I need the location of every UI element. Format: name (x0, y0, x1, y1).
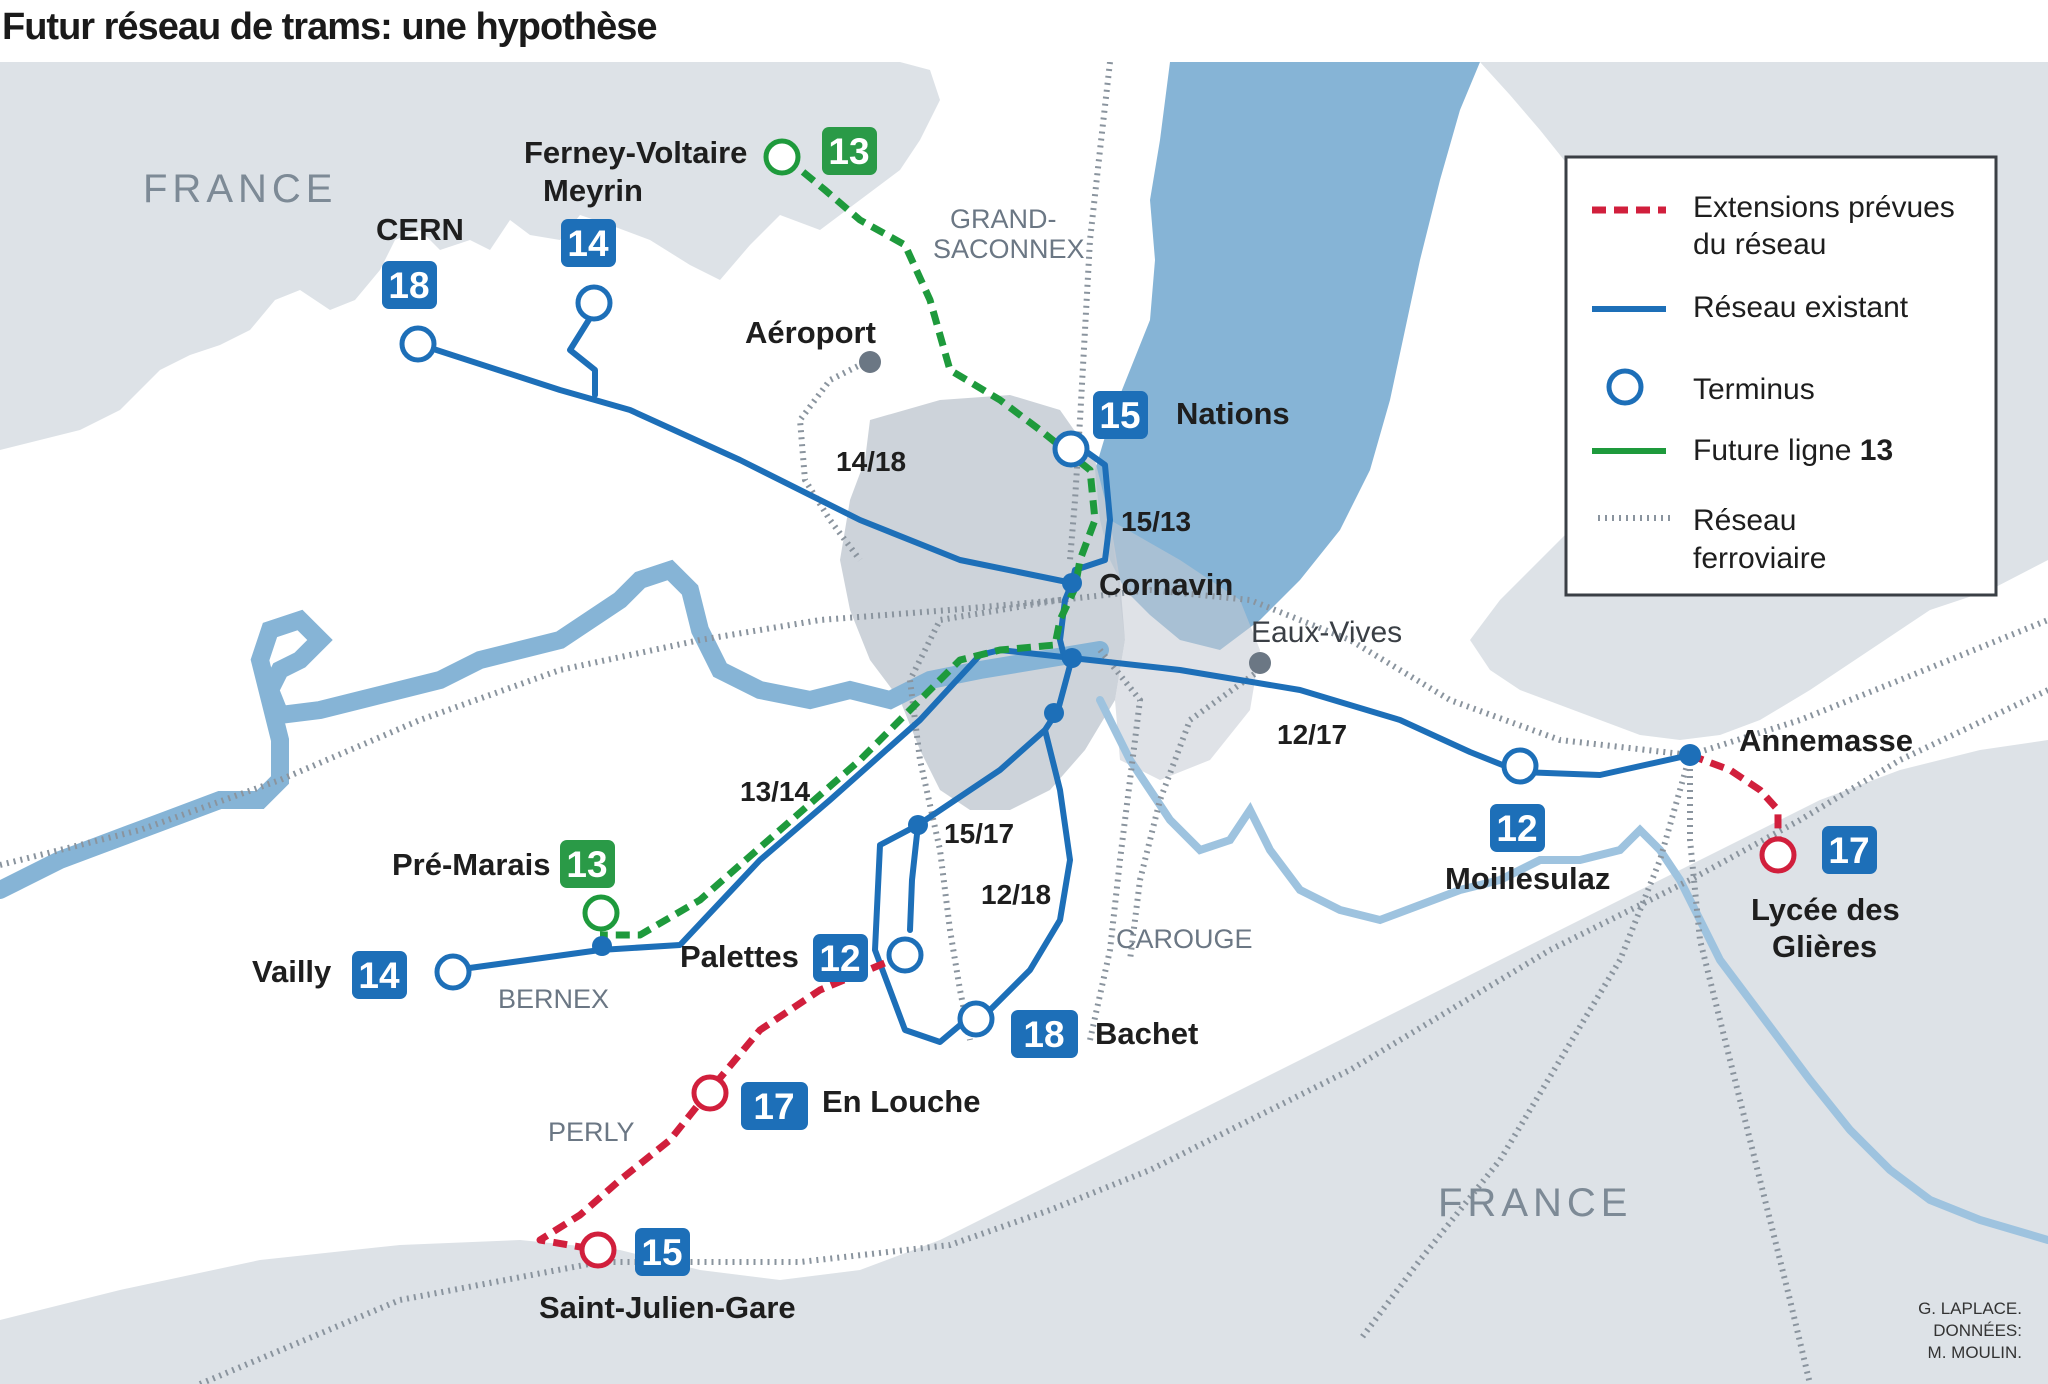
station-bachet: Bachet (1095, 1016, 1198, 1051)
station-ferney-voltaire: Ferney-Voltaire (524, 135, 747, 170)
arve-river (1096, 696, 2048, 1244)
station-cern: CERN (376, 212, 464, 247)
svg-text:13: 13 (828, 131, 869, 172)
station-vailly: Vailly (252, 954, 332, 989)
station-pre-marais: Pré-Marais (392, 847, 551, 882)
tram-network-map: FRANCE FRANCE GRAND- SACONNEX CAROUGE BE… (0, 62, 2048, 1384)
credit-line-1: G. LAPLACE. (1918, 1299, 2022, 1318)
france-north-label: FRANCE (143, 167, 337, 211)
legend-terminus-swatch (1606, 368, 1644, 406)
segment-label-12-18: 12/18 (981, 879, 1051, 910)
carouge-label: CAROUGE (1116, 924, 1253, 954)
junction-dots (592, 573, 1701, 956)
svg-text:13: 13 (566, 844, 607, 885)
line-badge-13-pre-marais: 13 (560, 840, 615, 888)
legend-rail-1: Réseau (1693, 504, 1796, 537)
line-badge-17-en-louche: 17 (741, 1082, 808, 1130)
line-badge-14-vailly: 14 (352, 951, 407, 999)
station-lycee-line-1: Lycée des (1751, 892, 1900, 927)
france-south-region (0, 740, 2048, 1384)
legend-extensions-2: du réseau (1693, 228, 1826, 261)
svg-text:14: 14 (567, 223, 609, 264)
segment-label-12-17: 12/17 (1277, 719, 1347, 750)
legend-future-prefix: Future ligne (1693, 434, 1860, 467)
svg-text:18: 18 (1023, 1014, 1064, 1055)
terminus-markers (399, 138, 1797, 1269)
planned-extensions (536, 751, 1782, 1254)
legend-future-number: 13 (1860, 434, 1893, 467)
segment-label-13-14: 13/14 (740, 776, 810, 807)
station-en-louche: En Louche (822, 1084, 980, 1119)
line-badge-12-palettes: 12 (813, 934, 868, 982)
station-moillesulaz: Moillesulaz (1445, 861, 1610, 896)
station-dots-grey (859, 351, 1271, 674)
svg-text:12: 12 (1496, 808, 1537, 849)
future-line-13 (600, 155, 1099, 939)
lake-leman (1095, 62, 1480, 650)
legend-extensions-1: Extensions prévues (1693, 191, 1955, 224)
map-title: Futur réseau de trams: une hypothèse (2, 6, 657, 48)
line-badge-12-moillesulaz: 12 (1490, 804, 1545, 852)
legend-existing-label: Réseau existant (1693, 291, 1909, 324)
legend-rail-2: ferroviaire (1693, 542, 1826, 575)
svg-text:15: 15 (1099, 395, 1140, 436)
line-badge-13-ferney: 13 (822, 127, 877, 175)
credit-line-2: DONNÉES: (1933, 1321, 2022, 1340)
perly-label: PERLY (548, 1117, 635, 1147)
credit-line-3: M. MOULIN. (1928, 1343, 2022, 1362)
station-palettes: Palettes (680, 939, 799, 974)
svg-text:15: 15 (641, 1232, 682, 1273)
line-badge-18-cern: 18 (382, 261, 437, 309)
legend-terminus-label: Terminus (1693, 373, 1815, 406)
line-badge-18-bachet: 18 (1011, 1010, 1078, 1058)
legend: Extensions prévues du réseau Réseau exis… (1564, 155, 1998, 597)
city-suburbs (1110, 520, 1260, 780)
line-badge-15-saint-julien: 15 (635, 1228, 690, 1276)
legend-future-label: Future ligne 13 (1693, 434, 1893, 467)
grand-saconnex-label-1: GRAND- (950, 204, 1057, 234)
station-annemasse: Annemasse (1739, 723, 1913, 758)
svg-text:17: 17 (1828, 830, 1869, 871)
station-aeroport: Aéroport (745, 315, 876, 350)
station-meyrin: Meyrin (543, 173, 643, 208)
railway-network (0, 62, 2048, 1384)
station-cornavin: Cornavin (1099, 567, 1233, 602)
station-nations: Nations (1176, 396, 1290, 431)
svg-text:14: 14 (358, 955, 400, 996)
bernex-label: BERNEX (498, 984, 609, 1014)
svg-text:18: 18 (388, 265, 429, 306)
line-badge-17-lycee: 17 (1822, 826, 1877, 874)
svg-text:12: 12 (819, 938, 860, 979)
station-saint-julien-gare: Saint-Julien-Gare (539, 1290, 796, 1325)
line-badge-15-nations: 15 (1093, 391, 1148, 439)
france-north-region (0, 62, 940, 450)
segment-label-15-17: 15/17 (944, 818, 1014, 849)
segment-label-14-18: 14/18 (836, 446, 906, 477)
rhone-river (0, 559, 1109, 899)
line-badge-14-meyrin: 14 (561, 219, 616, 267)
svg-text:17: 17 (753, 1086, 794, 1127)
eaux-vives-label: Eaux-Vives (1251, 616, 1402, 649)
segment-label-15-13: 15/13 (1121, 506, 1191, 537)
station-lycee-line-2: Glières (1772, 929, 1877, 964)
grand-saconnex-label-2: SACONNEX (933, 234, 1085, 264)
france-south-label: FRANCE (1438, 1181, 1632, 1225)
